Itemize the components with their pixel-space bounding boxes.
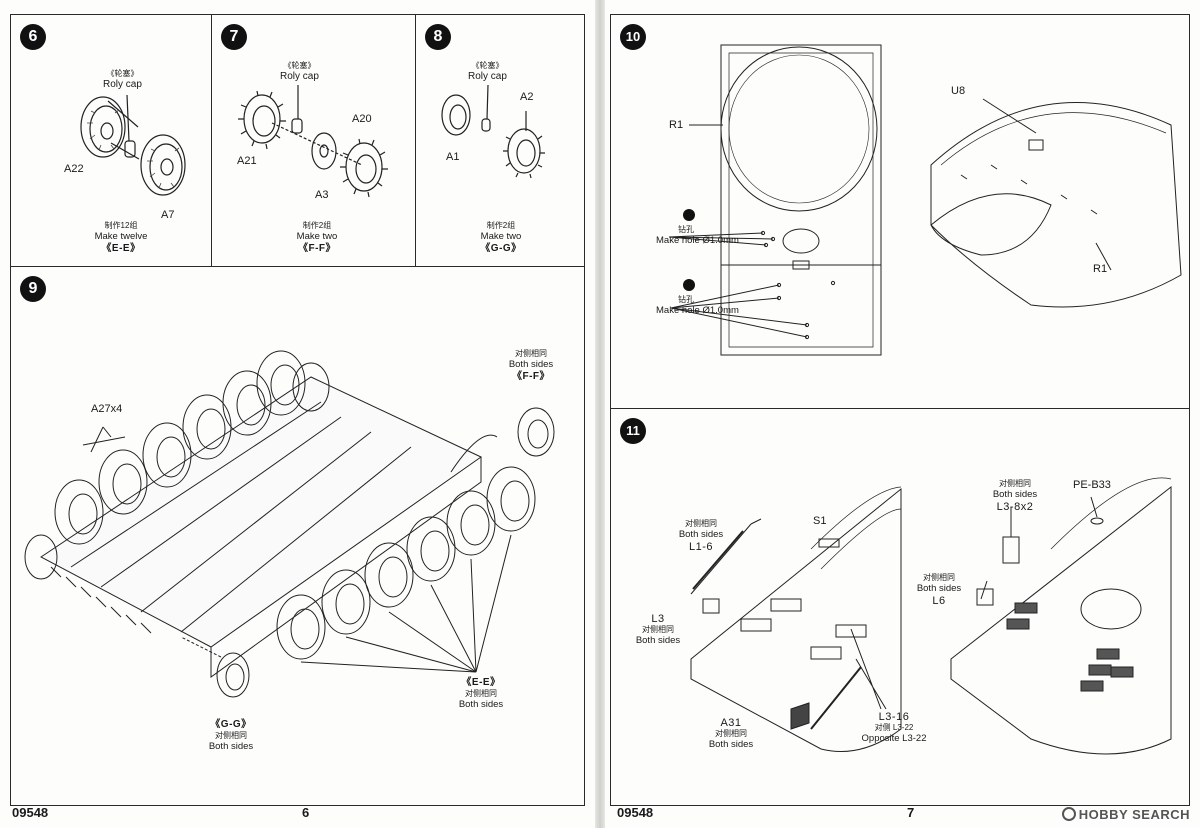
make-note: 制作2组 Make two 《G-G》 — [480, 221, 522, 254]
step-11-panel: 11 — [610, 408, 1190, 806]
kit-code: 09548 — [617, 805, 654, 820]
watermark-logo-icon — [1061, 807, 1076, 821]
step-10-panel: 10 — [610, 14, 1190, 409]
part-r1-label: R1 — [669, 119, 684, 131]
page-number: 7 — [907, 805, 915, 820]
ff-both-sides-note: 对侧相同 Both sides 《F-F》 — [508, 349, 554, 382]
hull-interior-drawing — [690, 477, 1172, 755]
part-a7-label: A7 — [161, 209, 175, 221]
a31-note: A31 对侧相同 Both sides — [708, 717, 754, 750]
part-r1-label: R1 — [1093, 263, 1108, 275]
part-a27-label: A27x4 — [91, 403, 123, 415]
part-a3-label: A3 — [315, 189, 329, 201]
step-number: 9 — [20, 276, 46, 302]
step-number: 7 — [221, 24, 247, 50]
part-s1-label: S1 — [813, 515, 827, 527]
step-9-panel: 9 — [10, 266, 585, 806]
watermark: HOBBY SEARCH — [1061, 807, 1190, 822]
step-number: 8 — [425, 24, 451, 50]
road-wheel-assembly-drawing — [80, 94, 186, 196]
roly-cap-label: 《轮塞》 Roly cap — [280, 61, 319, 82]
page-number: 6 — [302, 805, 310, 820]
page-gutter — [595, 0, 605, 828]
make-note: 制作12组 Make twelve 《E-E》 — [94, 221, 148, 254]
step-number: 6 — [20, 24, 46, 50]
make-note: 制作2组 Make two 《F-F》 — [296, 221, 338, 254]
idler-wheel-assembly-drawing — [441, 84, 545, 179]
step-number: 11 — [620, 418, 646, 444]
step-number: 10 — [620, 24, 646, 50]
l3-8-note: 对侧相同 Both sides L3-8x2 — [992, 479, 1038, 513]
l3-16-note: L3-16 对侧 L3-22 Opposite L3-22 — [861, 711, 927, 744]
part-a22-label: A22 — [64, 163, 84, 175]
part-a21-label: A21 — [237, 155, 257, 167]
instruction-page-7: 10 — [605, 0, 1200, 828]
instruction-page-6: 6 《轮塞》 Roly cap A22 A7 制作12组 Make — [0, 0, 595, 828]
roly-cap-label: 《轮塞》 Roly cap — [103, 69, 142, 90]
hull-suspension-drawing — [24, 350, 555, 698]
part-a1-label: A1 — [446, 151, 460, 163]
hull-floor-drawing — [668, 44, 1182, 356]
drive-sprocket-assembly-drawing — [238, 85, 388, 198]
roly-cap-label: 《轮塞》 Roly cap — [468, 61, 507, 82]
part-u8-label: U8 — [951, 85, 966, 97]
part-pe-b33-label: PE-B33 — [1073, 479, 1111, 491]
ee-both-sides-note: 《E-E》 对侧相同 Both sides — [458, 677, 504, 710]
drill-hole-note: 钻孔 Make hole Ø1.0mm — [656, 225, 739, 246]
step-7-panel: 7 《轮塞》 Roly cap A21 A20 A3 制作2组 Make two… — [211, 14, 416, 267]
gg-both-sides-note: 《G-G》 对侧相同 Both sides — [208, 719, 254, 752]
l6-note: 对侧相同 Both sides L6 — [916, 573, 962, 607]
step-6-panel: 6 《轮塞》 Roly cap A22 A7 制作12组 Make — [10, 14, 212, 267]
part-a20-label: A20 — [352, 113, 372, 125]
l1-6-note: 对侧相同 Both sides L1-6 — [678, 519, 724, 553]
l3-note: L3 对侧相同 Both sides — [635, 613, 681, 646]
part-a2-label: A2 — [520, 91, 534, 103]
drill-hole-note: 钻孔 Make hole Ø1.0mm — [656, 295, 739, 316]
step-8-panel: 8 《轮塞》 Roly cap A1 A2 制作2组 Make two 《G-G… — [415, 14, 585, 267]
kit-code: 09548 — [12, 805, 49, 820]
